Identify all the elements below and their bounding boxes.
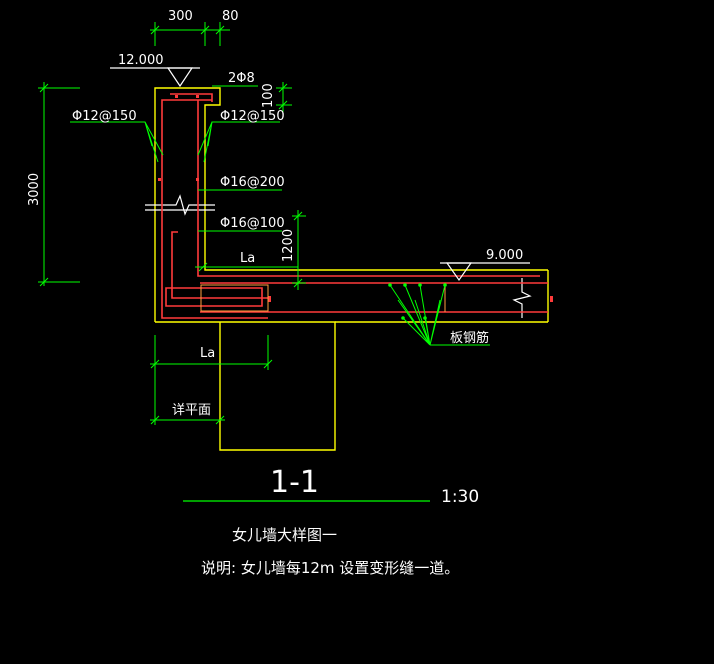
wall-break-symbol <box>145 194 215 216</box>
leader-dot <box>388 283 392 287</box>
dim-tick <box>263 359 273 369</box>
leader-dot <box>401 316 405 320</box>
leader-dot <box>418 283 422 287</box>
dim-80-label: 80 <box>222 9 239 24</box>
right-vert-label: Φ12@150 <box>220 109 285 124</box>
inner-marks <box>200 283 446 312</box>
section-title: 1-1 <box>270 465 319 500</box>
dim-tick <box>278 83 288 93</box>
horiz-100-label: Φ16@100 <box>220 216 285 231</box>
dim-tick <box>278 100 288 110</box>
dim-tick <box>293 211 303 221</box>
leader-left-vert <box>70 121 164 163</box>
slab-bottom-outline <box>155 321 336 451</box>
slab-break-symbol <box>512 278 532 318</box>
dim-tick <box>293 278 303 288</box>
break-symbols <box>145 194 532 318</box>
rebar <box>161 93 548 319</box>
parapet-wall-outline <box>154 87 548 322</box>
rebar-section-dots <box>158 95 553 302</box>
rebar-dot <box>550 296 553 302</box>
leader-ticks <box>388 283 447 320</box>
rebar-dot <box>196 95 199 98</box>
rebar-right-vertical <box>197 100 540 277</box>
rebar-dot <box>196 178 199 181</box>
leader-slab-bars <box>389 284 490 346</box>
rebar-dot <box>268 296 271 302</box>
dimension-lines <box>38 22 306 425</box>
horiz-200-label: Φ16@200 <box>220 175 285 190</box>
rebar-anchor-bent <box>171 231 268 299</box>
scale-label: 1:30 <box>441 487 479 507</box>
rebar-corner-loop <box>165 287 263 307</box>
top-bars-label: 2Φ8 <box>228 71 255 86</box>
left-vert-label: Φ12@150 <box>72 109 137 124</box>
la-lower-label: La <box>200 346 215 361</box>
marker-box <box>200 284 269 312</box>
dim-tick <box>215 25 225 35</box>
dim-tick <box>150 25 160 35</box>
dim-300-label: 300 <box>168 9 193 24</box>
leader-dot <box>403 283 407 287</box>
dim-tick <box>215 415 225 425</box>
caption-text: 女儿墙大样图一 <box>232 526 337 544</box>
dim-tick <box>39 277 49 287</box>
labels: 300 80 12.000 2Φ8 100 Φ12@150 Φ12@150 30… <box>27 9 523 418</box>
title-block: 1-1 1:30 女儿墙大样图一 说明: 女儿墙每12m 设置变形缝一道。 <box>183 465 479 577</box>
dim-3000-label: 3000 <box>27 173 42 206</box>
dim-tick <box>150 359 160 369</box>
leader-dot <box>423 316 427 320</box>
leader-lines <box>70 85 490 346</box>
detail-ref-label: 详平面 <box>172 403 211 418</box>
dim-tick <box>39 83 49 93</box>
description-text: 说明: 女儿墙每12m 设置变形缝一道。 <box>201 559 459 577</box>
leader-right-vert <box>197 121 280 163</box>
rebar-dot <box>158 178 161 181</box>
rebar-dot <box>175 95 178 98</box>
slab-bars-label: 板钢筋 <box>450 330 489 346</box>
rebar-left-vertical <box>161 99 268 319</box>
elev-top-triangle <box>166 67 194 88</box>
rebar-top-hook <box>170 93 213 102</box>
dim-1200-label: 1200 <box>281 229 296 262</box>
la-upper-label: La <box>240 251 255 266</box>
dim-tick <box>198 262 208 272</box>
dim-100-label: 100 <box>261 83 276 108</box>
elev-top-label: 12.000 <box>118 53 164 68</box>
dim-tick <box>200 25 210 35</box>
dim-tick <box>150 415 160 425</box>
leader-dot <box>443 283 447 287</box>
elev-slab-triangle <box>445 262 473 282</box>
elev-slab-label: 9.000 <box>486 248 523 263</box>
concrete-outline <box>154 87 549 451</box>
elevation-markers <box>110 67 530 282</box>
